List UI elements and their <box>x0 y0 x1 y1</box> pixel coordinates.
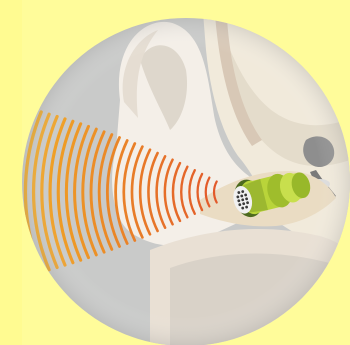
background-left-edge <box>0 0 22 345</box>
disc-edge-shade <box>22 18 350 345</box>
